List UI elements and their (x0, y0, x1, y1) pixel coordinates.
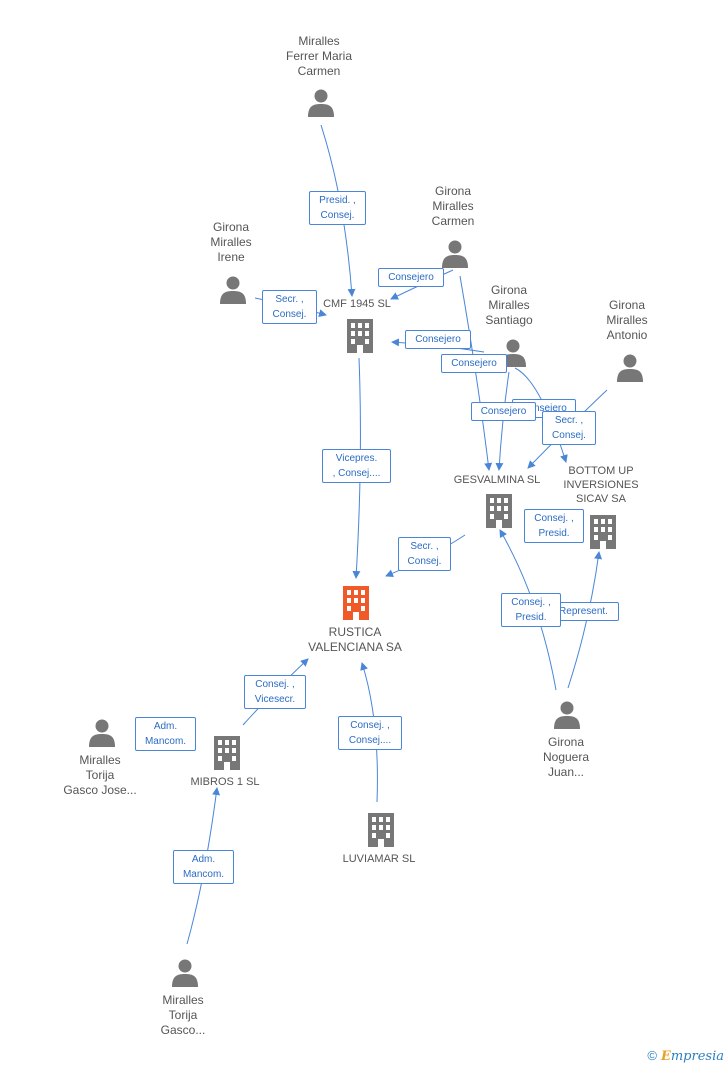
building-icon (214, 736, 240, 770)
copyright-symbol: © (647, 1048, 657, 1063)
building-icon (347, 319, 373, 353)
node-label: Miralles Ferrer Maria Carmen (285, 34, 353, 78)
relation-label[interactable]: Consej. , Consej.... (338, 716, 402, 750)
empresia-logo[interactable]: ©Empresia (647, 1048, 724, 1064)
node-label: Girona Miralles Carmen (431, 184, 475, 228)
relation-label[interactable]: Secr. , Consej. (542, 411, 596, 445)
node-label: Girona Noguera Juan... (542, 735, 590, 779)
node-label: MIBROS 1 SL (190, 776, 260, 788)
relation-label[interactable]: Represent. (548, 602, 619, 621)
relation-label[interactable]: Consej. , Presid. (501, 593, 561, 627)
node-label: Miralles Torija Gasco... (160, 993, 206, 1037)
node-label: RUSTICA VALENCIANA SA (308, 625, 402, 654)
relation-label[interactable]: Secr. , Consej. (398, 537, 451, 571)
relation-label[interactable]: Consejero (441, 354, 507, 373)
building-icon (486, 494, 512, 528)
node-label: Girona Miralles Irene (210, 220, 252, 264)
relation-label[interactable]: Presid. , Consej. (309, 191, 366, 225)
relation-label[interactable]: Consejero (405, 330, 471, 349)
relation-label[interactable]: Consej. , Presid. (524, 509, 584, 543)
node-label: Miralles Torija Gasco Jose... (63, 753, 137, 797)
relation-edge (459, 275, 493, 471)
relation-label[interactable]: Adm. Mancom. (173, 850, 234, 884)
relation-label[interactable]: Adm. Mancom. (135, 717, 196, 751)
person-icon (220, 276, 246, 304)
building-icon (368, 813, 394, 847)
relation-edge (514, 367, 568, 463)
relation-edge (495, 371, 510, 471)
building-icon (343, 586, 369, 620)
person-icon (554, 701, 580, 729)
relation-label[interactable]: Secr. , Consej. (262, 290, 317, 324)
brand-name: mpresia (670, 1049, 724, 1064)
person-icon (89, 719, 115, 747)
building-icon (590, 515, 616, 549)
node-label: Girona Miralles Antonio (606, 298, 648, 342)
person-icon (172, 959, 198, 987)
relation-label[interactable]: Consej. , Vicesecr. (244, 675, 306, 709)
relation-label[interactable]: Consejero (471, 402, 536, 421)
node-label: BOTTOM UP INVERSIONES SICAV SA (563, 465, 639, 505)
node-label: CMF 1945 SL (323, 298, 391, 310)
node-label: GESVALMINA SL (453, 474, 541, 486)
node-label: Girona Miralles Santiago (485, 283, 533, 327)
brand-initial: E (660, 1049, 671, 1064)
person-icon (308, 89, 334, 117)
person-icon (617, 354, 643, 382)
relation-label[interactable]: Consejero (378, 268, 444, 287)
relation-label[interactable]: Vicepres. , Consej.... (322, 449, 391, 483)
person-icon (442, 240, 468, 268)
node-label: LUVIAMAR SL (342, 853, 416, 865)
